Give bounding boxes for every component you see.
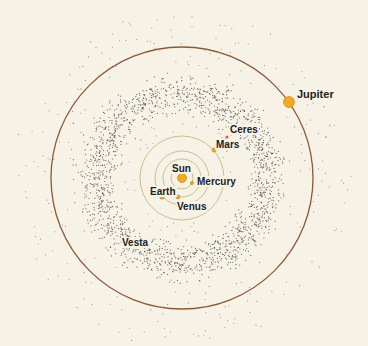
sun-dot — [178, 174, 187, 183]
planet-label: Earth — [149, 186, 177, 197]
mercury-dot — [190, 181, 193, 184]
planet-label: Vesta — [121, 237, 149, 248]
planet-label: Venus — [176, 201, 207, 212]
planet-label: Ceres — [229, 124, 259, 135]
asteroid-belt — [18, 16, 352, 341]
planet-label: Jupiter — [296, 88, 335, 100]
planet-label: Mercury — [196, 176, 237, 187]
planet-dots — [160, 97, 295, 200]
planet-label: Sun — [171, 163, 192, 174]
venus-dot — [176, 195, 180, 199]
jupiter-dot — [284, 97, 295, 108]
jupiter-orbit — [51, 47, 313, 309]
planet-label: Mars — [215, 139, 240, 150]
